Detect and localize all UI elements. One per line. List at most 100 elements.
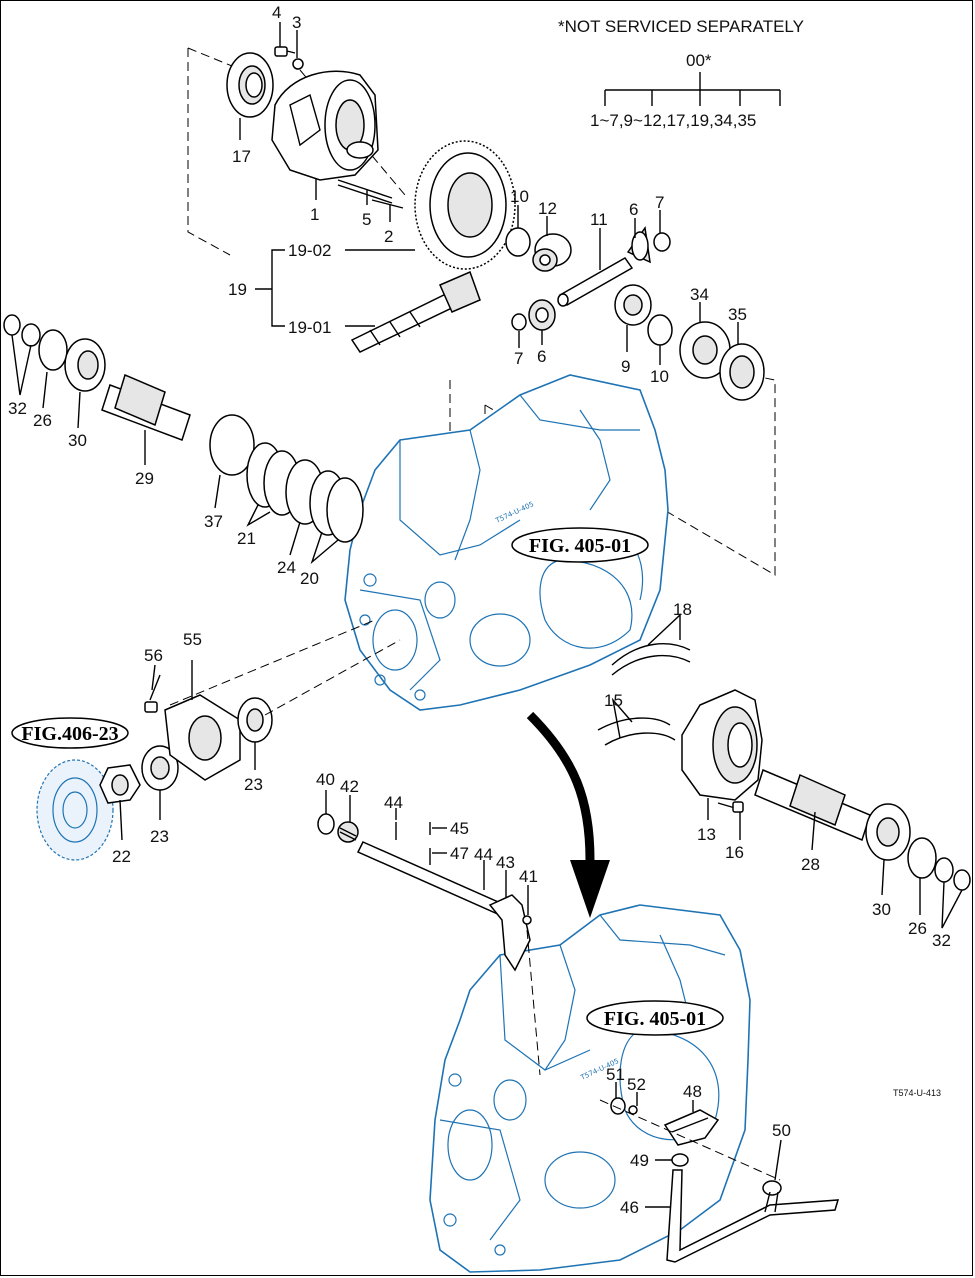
callout-5: 5	[362, 210, 371, 229]
callout-7-lower: 7	[514, 349, 523, 368]
fig-ref-gear[interactable]: FIG.406-23	[11, 717, 129, 749]
callout-20: 20	[300, 569, 319, 588]
callout-49: 49	[630, 1151, 649, 1170]
nut-part-22	[99, 764, 141, 804]
callout-26-lower: 26	[908, 919, 927, 938]
ball-part-52	[628, 1105, 638, 1115]
callout-52: 52	[627, 1075, 646, 1094]
pin-part-5	[337, 179, 393, 204]
fig-ref-upper-label: FIG. 405-01	[529, 535, 631, 557]
side-gear-part-9	[614, 284, 652, 326]
drawing-code: T574-U-413	[893, 1088, 941, 1098]
washer-part-40	[317, 813, 335, 835]
rings-part-20	[309, 470, 364, 543]
bolt-part-16	[717, 801, 744, 813]
upper-bracket-line	[187, 48, 231, 256]
shaft-part-11	[557, 257, 634, 307]
shim-part-26-lower	[907, 837, 937, 879]
side-gear-part-12	[532, 233, 572, 272]
callout-23-right: 23	[244, 775, 263, 794]
callout-6-lower: 6	[537, 347, 546, 366]
shim-part-26-upper	[38, 329, 68, 371]
snap-ring-part-37	[209, 414, 255, 476]
callout-42: 42	[340, 777, 359, 796]
fig-ref-lower-label: FIG. 405-01	[604, 1008, 706, 1030]
callout-40: 40	[316, 770, 335, 789]
bushing-part-49	[671, 1153, 689, 1167]
callout-56: 56	[144, 646, 163, 665]
transmission-case-lower: T574-U-405	[429, 904, 751, 1273]
callout-2: 2	[384, 227, 393, 246]
callout-4: 4	[272, 3, 281, 22]
callout-48: 48	[683, 1082, 702, 1101]
housing-part-13	[681, 689, 763, 801]
move-arrow	[526, 711, 610, 918]
ball-part-41	[522, 915, 532, 925]
snap-rings-part-32-upper	[3, 314, 41, 347]
callout-19-01: 19-01	[288, 318, 331, 337]
snap-rings-part-32-lower	[934, 857, 971, 891]
callout-55: 55	[183, 630, 202, 649]
bearing-part-30-upper	[64, 338, 106, 392]
callout-30-upper: 30	[68, 431, 87, 450]
differential-case-part-34	[679, 321, 731, 379]
callout-17: 17	[232, 147, 251, 166]
callout-13: 13	[697, 825, 716, 844]
callout-3: 3	[292, 13, 301, 32]
bearing-part-30-lower	[865, 803, 911, 861]
spring-part-42	[337, 821, 359, 843]
callout-46: 46	[620, 1198, 639, 1217]
callout-7-upper: 7	[655, 193, 664, 212]
bearing-part-17	[226, 52, 274, 118]
callout-51: 51	[606, 1065, 625, 1084]
pin-part-2	[371, 199, 404, 209]
washer-part-10-upper	[505, 227, 531, 257]
pinion-gear-part-6-upper	[626, 226, 651, 264]
callout-10-upper: 10	[510, 187, 529, 206]
callout-26-upper: 26	[33, 411, 52, 430]
callout-23-left: 23	[150, 827, 169, 846]
callout-44-lower: 44	[474, 845, 493, 864]
callout-32-lower: 32	[932, 931, 951, 950]
washer-part-7-lower	[511, 313, 527, 331]
shaft-part-28	[754, 768, 871, 842]
callout-28: 28	[801, 855, 820, 874]
callout-24: 24	[277, 558, 296, 577]
bolt-part-56	[144, 674, 161, 713]
callout-6-upper: 6	[629, 200, 638, 219]
fig-ref-gear-label: FIG.406-23	[21, 723, 118, 745]
callout-50: 50	[772, 1121, 791, 1140]
bearing-part-35	[719, 343, 765, 401]
bolt-part-4	[274, 46, 296, 57]
differential-case-part-1	[271, 70, 379, 181]
spring-pin-part-50	[762, 1180, 782, 1213]
washer-part-3	[292, 58, 304, 70]
callout-19-02: 19-02	[288, 241, 331, 260]
shaft-part-29	[101, 373, 191, 441]
callout-30-lower: 30	[872, 900, 891, 919]
bushing-part-51	[610, 1097, 626, 1115]
clips-part-18	[611, 643, 691, 676]
callout-12: 12	[538, 199, 557, 218]
callout-34: 34	[690, 285, 709, 304]
callout-37: 37	[204, 512, 223, 531]
clips-part-15	[597, 717, 676, 746]
callout-29: 29	[135, 469, 154, 488]
callout-21: 21	[237, 529, 256, 548]
lever-part-46	[666, 1169, 840, 1263]
pedal-part-48	[663, 1109, 720, 1146]
callout-41: 41	[519, 867, 538, 886]
ring-gear-part-19-02	[414, 140, 516, 270]
pinion-shaft-part-19-01	[350, 270, 481, 353]
assembly-members: 1~7,9~12,17,19,34,35	[590, 111, 756, 130]
assembly-code: 00*	[686, 51, 712, 70]
cover-part-55	[164, 694, 241, 781]
fig-ref-lower[interactable]: FIG. 405-01	[586, 1000, 724, 1036]
washer-part-7-upper	[653, 232, 671, 252]
transmission-case-upper: T574-U-405	[344, 374, 669, 711]
fig-ref-upper[interactable]: FIG. 405-01	[511, 527, 649, 563]
callout-19: 19	[228, 280, 247, 299]
callout-35: 35	[728, 305, 747, 324]
